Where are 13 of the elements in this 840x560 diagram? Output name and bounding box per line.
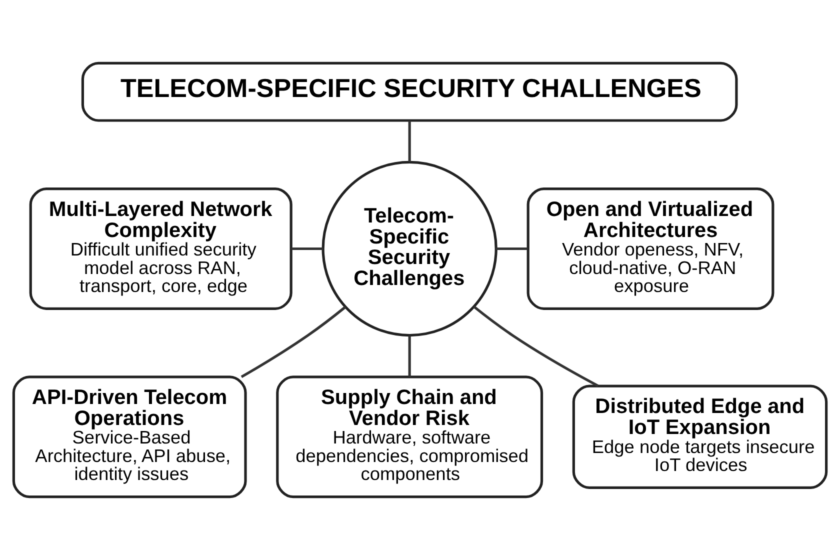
- connector: [292, 247, 323, 250]
- connector: [473, 306, 599, 387]
- connector: [496, 247, 528, 250]
- node-box: Distributed Edge and IoT Expansion Edge node targets insecure IoT devices: [572, 384, 828, 489]
- node-box: Multi-Layered Network Complexity Difficult unified security model across RAN, transport, core, edge: [29, 188, 292, 310]
- node-circle: Telecom-Specific Security Challenges: [322, 160, 498, 337]
- node-box: API-Driven Telecom Operations Service-Based Architecture, API abuse, identity issues: [12, 376, 247, 498]
- connector: [240, 306, 346, 378]
- connector: [408, 120, 411, 162]
- node-box: TELECOM-SPECIFIC SECURITY CHALLENGES: [81, 62, 738, 122]
- node-box: Supply Chain and Vendor Risk Hardware, software dependencies, compromised components: [276, 376, 544, 498]
- node-box: Open and Virtualized Architectures Vendor openess, NFV, cloud-native, O-RAN exposure: [526, 188, 774, 310]
- connector: [408, 336, 411, 377]
